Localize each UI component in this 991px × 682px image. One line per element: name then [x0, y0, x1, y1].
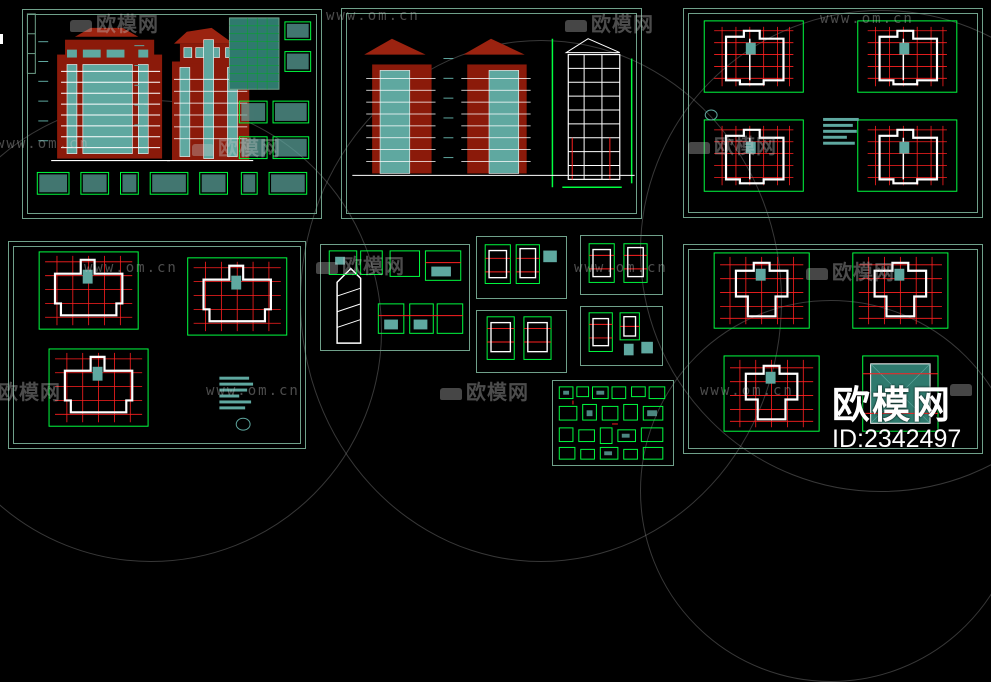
- drawing-sheet-stair-details[interactable]: [320, 244, 470, 351]
- drawing-sheet-elevations-1[interactable]: [22, 9, 322, 219]
- drawing-sheet-unit-details-c[interactable]: [476, 310, 567, 373]
- roof-plan: [862, 355, 939, 432]
- watermark-brand-text: 欧模网: [466, 380, 529, 404]
- edge-marker: [0, 34, 3, 44]
- sheet-inner-frame: [688, 249, 978, 449]
- drawing-sheet-unit-details-b[interactable]: [580, 235, 663, 295]
- unit-detail-drawing: [588, 243, 648, 283]
- drawing-sheet-unit-details-d[interactable]: [580, 306, 663, 366]
- floor-plans-drawing-2: [38, 250, 288, 431]
- general-notes: [219, 376, 254, 410]
- floor-plans-drawing-3: [713, 251, 949, 433]
- sheet-inner-frame: [27, 14, 317, 214]
- watermark-logo: 欧模网: [440, 376, 529, 405]
- building-elevation-b: [461, 38, 531, 174]
- building-section: [551, 38, 633, 189]
- drawing-sheet-floor-plans-2[interactable]: [8, 241, 306, 449]
- drawing-sheet-floor-plans-3[interactable]: [683, 244, 983, 454]
- drawing-sheet-node-details[interactable]: [552, 380, 674, 466]
- sheet-inner-frame: [688, 13, 978, 213]
- floor-plans-drawing: [703, 19, 958, 193]
- door-window-schedule-table: [228, 17, 280, 90]
- unit-detail-drawing: [484, 244, 557, 284]
- elevations-drawing: [26, 13, 312, 195]
- drawing-sheet-elevations-2[interactable]: [341, 8, 642, 219]
- elevations-section-drawing: [352, 38, 635, 189]
- sheet-inner-frame: [13, 246, 301, 444]
- building-elevation-a: [364, 38, 436, 174]
- sofa-icon: [440, 387, 462, 400]
- unit-detail-drawing: [588, 312, 653, 356]
- drawing-sheet-floor-plans-1[interactable]: [683, 8, 983, 218]
- drawing-sheet-unit-details-a[interactable]: [476, 236, 567, 299]
- stair-details-drawing: [328, 250, 464, 344]
- node-details-drawing: [558, 386, 666, 460]
- building-elevation-front: [51, 27, 171, 162]
- north-arrow-icon: [704, 109, 718, 121]
- north-arrow-icon: [235, 417, 251, 431]
- general-notes: [823, 117, 859, 145]
- unit-detail-drawing: [486, 316, 552, 360]
- sheet-inner-frame: [346, 13, 637, 214]
